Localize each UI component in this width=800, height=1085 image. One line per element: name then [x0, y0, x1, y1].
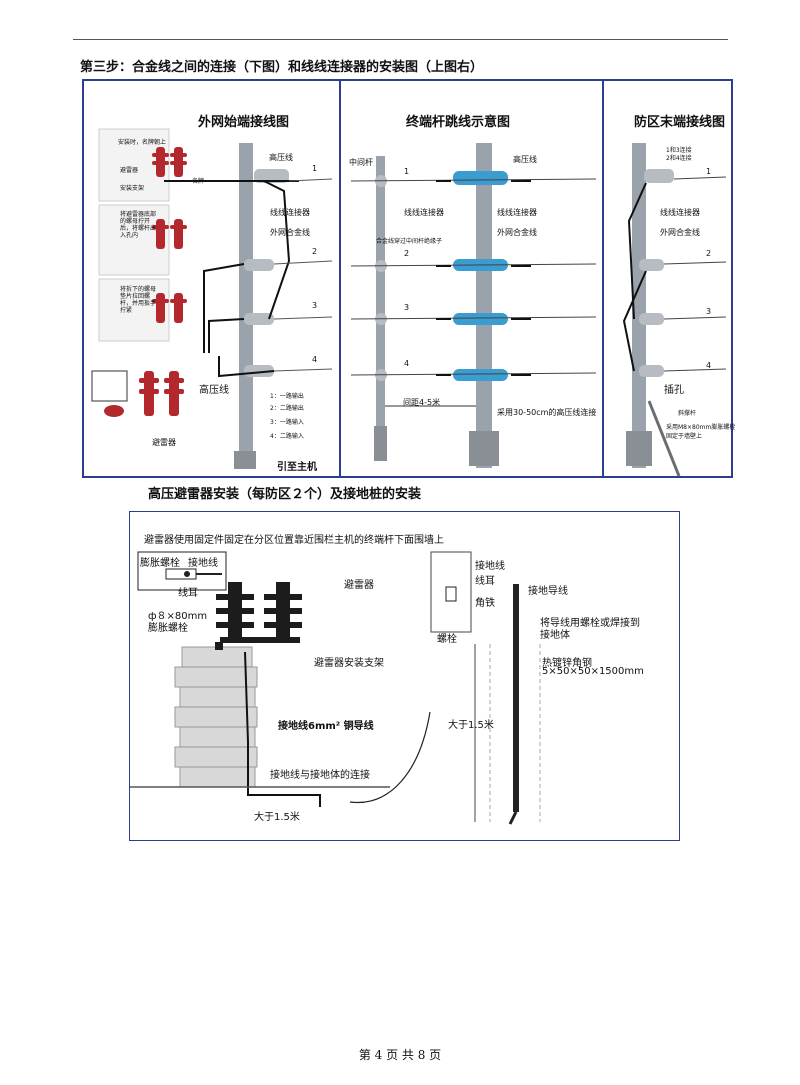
wire-number-1: 1 — [706, 167, 712, 176]
label-wire-connector-b: 线线连接器 — [497, 208, 537, 217]
label-arrester: 避雷器 — [344, 580, 374, 591]
note-nameplate: 名牌 — [192, 178, 205, 185]
wire-number-3: 3 — [312, 301, 318, 310]
label-high-voltage-wire-2: 高压线 — [199, 385, 229, 396]
label-spacing: 间距4-5米 — [403, 398, 441, 407]
label-high-voltage-wire: 高压线 — [513, 155, 537, 164]
label-in-4: 4：二路输入 — [270, 433, 304, 440]
label-alloy-wire: 外网合金线 — [660, 228, 700, 237]
label-alloy-wire: 外网合金线 — [497, 228, 537, 237]
wire-number-4: 4 — [312, 355, 318, 364]
top-rule — [73, 39, 728, 40]
label-high-voltage-wire: 高压线 — [269, 153, 293, 162]
note-install-nameplate: 安装时，名牌朝上 — [118, 139, 167, 146]
end-wiring-illustration — [622, 143, 727, 476]
label-bolt-right: 螺栓 — [437, 634, 457, 645]
label-ground-wire-right: 接地线 — [475, 561, 505, 572]
panel-terminal-jumper: 终端杆跳线示意图 — [341, 81, 604, 476]
label-galvanized-steel: 热镀锌角钢 — [542, 658, 592, 669]
wire-number-4: 4 — [404, 359, 410, 368]
label-expansion-bolt-small: 膨胀螺栓 — [140, 558, 180, 569]
wire-number-2: 2 — [706, 249, 712, 258]
label-ground-connection: 接地线与接地体的连接 — [270, 770, 370, 781]
note-bracket: 安装支架 — [120, 185, 145, 192]
wire-number-2: 2 — [404, 249, 410, 258]
label-ground-lead: 接地导线 — [528, 586, 568, 597]
install-section-title: 高压避雷器安装（每防区２个）及接地桩的安装 — [148, 487, 422, 502]
label-alloy-wire: 外网合金线 — [270, 228, 310, 237]
label-more-than-15-left: 大于1.5米 — [254, 812, 300, 823]
label-middle-pole: 中间杆 — [349, 158, 373, 167]
wire-number-1: 1 — [404, 167, 410, 176]
label-weld-note-1: 将导线用螺栓或焊接到 — [540, 618, 640, 629]
wiring-diagram-frame: 外网始端接线图 — [82, 79, 735, 478]
note-bolt-1: 采用M8×80mm膨胀螺栓 — [666, 424, 736, 431]
label-connect-13: 1和3连接 — [666, 147, 692, 154]
wire-number-4: 4 — [706, 361, 712, 370]
note-step-2: 将避雷器底部的螺母拧开后，将螺杆出入孔内 — [120, 211, 157, 239]
wire-number-1: 1 — [312, 164, 318, 173]
wire-number-2: 2 — [312, 247, 318, 256]
panel-title: 防区末端接线图 — [634, 115, 726, 130]
note-insulator: 合金线穿过中间杆绝缘子 — [376, 238, 443, 245]
label-in-3: 3：一路输入 — [270, 419, 304, 426]
label-ground-wire-6mm: 接地线6mm² 铜导线 — [278, 721, 374, 732]
install-note: 避雷器使用固定件固定在分区位置靠近围栏主机的终端杆下面围墙上 — [144, 535, 444, 546]
label-lug-small: 线耳 — [178, 588, 198, 599]
note-arrester-small: 避雷器 — [120, 167, 139, 174]
label-bolt-spec-2: 膨胀螺栓 — [148, 623, 188, 634]
label-jack: 插孔 — [664, 385, 684, 396]
label-brace: 斜撑杆 — [678, 410, 697, 417]
page-footer: 第 4 页 共 8 页 — [358, 1048, 442, 1062]
install-frame: 避雷器使用固定件固定在分区位置靠近围栏主机的终端杆下面围墙上 膨胀螺栓 接地线 … — [129, 511, 680, 841]
install-illustration — [130, 551, 541, 825]
wire-number-3: 3 — [706, 307, 712, 316]
label-angle-iron: 角铁 — [475, 598, 495, 609]
panel-start-wiring: 外网始端接线图 — [84, 81, 341, 476]
label-out-2: 2：二路输出 — [270, 405, 304, 412]
label-connect-24: 2和4连接 — [666, 155, 692, 162]
step-title: 第三步：合金线之间的连接（下图）和线线连接器的安装图（上图右） — [80, 60, 484, 75]
label-wire-connector-a: 线线连接器 — [404, 208, 444, 217]
label-steel-spec: 5×50×50×1500mm — [542, 666, 644, 677]
label-weld-note-2: 接地体 — [540, 630, 570, 641]
label-bolt-spec: ф８×80mm — [148, 611, 208, 622]
terminal-jumper-illustration — [350, 143, 597, 468]
label-arrester-bracket: 避雷器安装支架 — [314, 658, 384, 669]
label-wire-connector: 线线连接器 — [660, 208, 700, 217]
label-hv-note: 采用30-50cm的高压线连接 — [497, 408, 597, 417]
label-ground-wire-small: 接地线 — [188, 558, 218, 569]
label-to-host: 引至主机 — [277, 462, 317, 473]
label-lug-right: 线耳 — [475, 576, 495, 587]
start-wiring-illustration — [91, 128, 333, 469]
label-wire-connector: 线线连接器 — [270, 208, 310, 217]
panel-end-wiring: 防区末端接线图 1和3连接 2和4连接 1 线线连接器 外网合金线 2 — [604, 81, 735, 476]
label-more-than-15-right: 大于1.5米 — [448, 720, 494, 731]
note-step-3: 将拆下的螺母垫片拉回螺杆，并用扳手拧紧 — [120, 286, 157, 314]
label-out-1: 1：一路输出 — [270, 393, 304, 400]
panel-title: 终端杆跳线示意图 — [406, 115, 511, 130]
label-arrester: 避雷器 — [152, 438, 176, 447]
wire-number-3: 3 — [404, 303, 410, 312]
panel-title: 外网始端接线图 — [198, 115, 290, 130]
note-bolt-2: 固定于墙壁上 — [666, 433, 703, 440]
